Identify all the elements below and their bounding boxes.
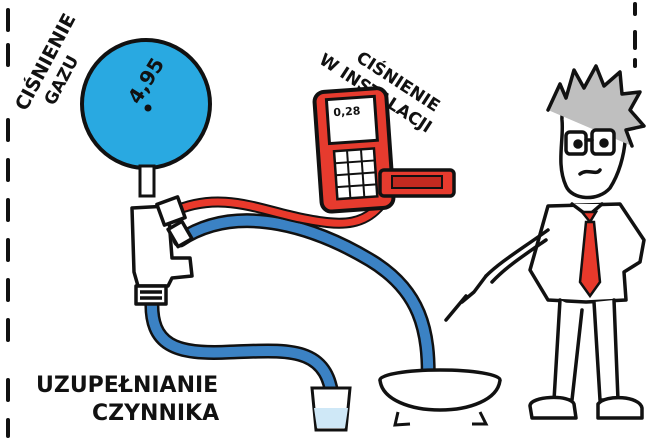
refill-line1: UZUPEŁNIANIE (36, 373, 218, 398)
meter-probe-box (380, 170, 454, 196)
pressure-gauge-icon: 4,95 (82, 40, 210, 196)
refill-line2: CZYNNIKA (92, 401, 219, 426)
water-cup-icon (312, 388, 350, 430)
bowl-icon (380, 370, 500, 425)
meter-display: 0,28 (333, 104, 361, 119)
scientist-figure-icon (446, 66, 644, 418)
valve-body (132, 197, 192, 304)
